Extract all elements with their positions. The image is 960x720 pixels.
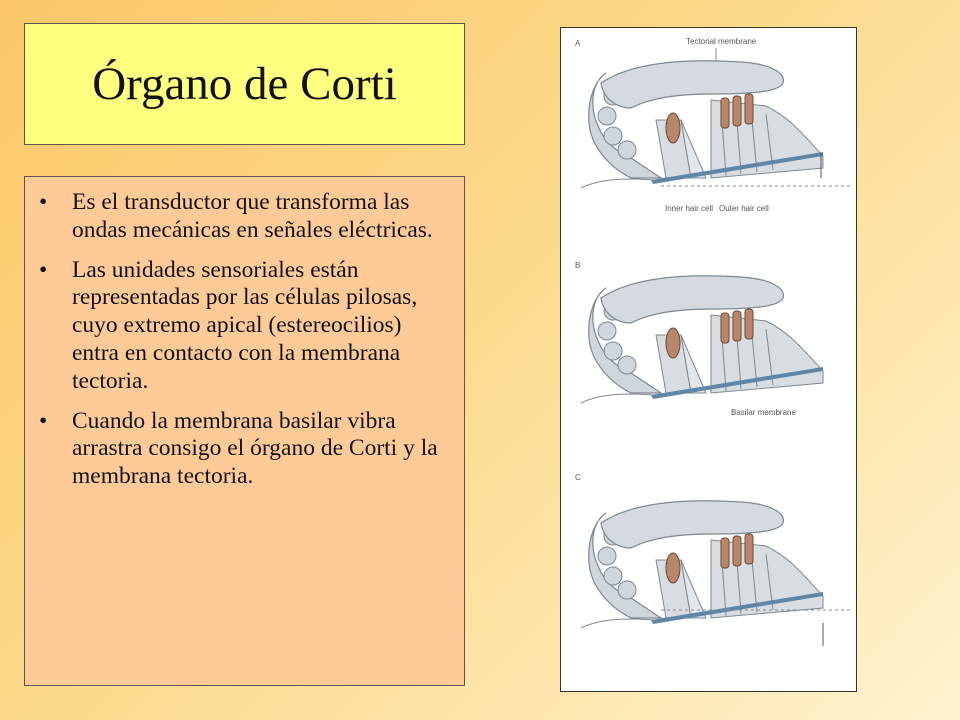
bullet-icon: • — [39, 256, 48, 283]
corti-diagram: A Tectorial membrane Inner hair cell Out… — [575, 37, 851, 646]
slide-title: Órgano de Corti — [92, 58, 397, 110]
title-box: Órgano de Corti — [24, 23, 465, 145]
bullet-list: • Es el transductor que transforma las o… — [35, 189, 450, 491]
panel-label-c: C — [575, 473, 581, 482]
bullet-text-1: Es el transductor que transforma las ond… — [72, 189, 433, 243]
basilar-membrane-label: Basilar membrane — [731, 408, 796, 417]
bullet-text-3: Cuando la membrana basilar vibra arrastr… — [72, 407, 438, 490]
outer-hair-cell-label: Outer hair cell — [719, 204, 769, 213]
bullet-text-2: Las unidades sensoriales están represent… — [72, 256, 418, 394]
bullet-item-3: • Cuando la membrana basilar vibra arras… — [35, 408, 450, 491]
organ-of-corti-figure: A Tectorial membrane Inner hair cell Out… — [560, 27, 857, 692]
text-box: • Es el transductor que transforma las o… — [24, 176, 465, 686]
tectorial-label: Tectorial membrane — [686, 37, 757, 46]
panel-label-a: A — [575, 39, 581, 48]
bullet-icon: • — [39, 407, 48, 434]
inner-hair-cell-label: Inner hair cell — [665, 204, 713, 213]
bullet-item-1: • Es el transductor que transforma las o… — [35, 189, 450, 245]
bullet-icon: • — [39, 189, 48, 215]
panel-label-b: B — [575, 261, 580, 270]
bullet-item-2: • Las unidades sensoriales están represe… — [35, 257, 450, 396]
